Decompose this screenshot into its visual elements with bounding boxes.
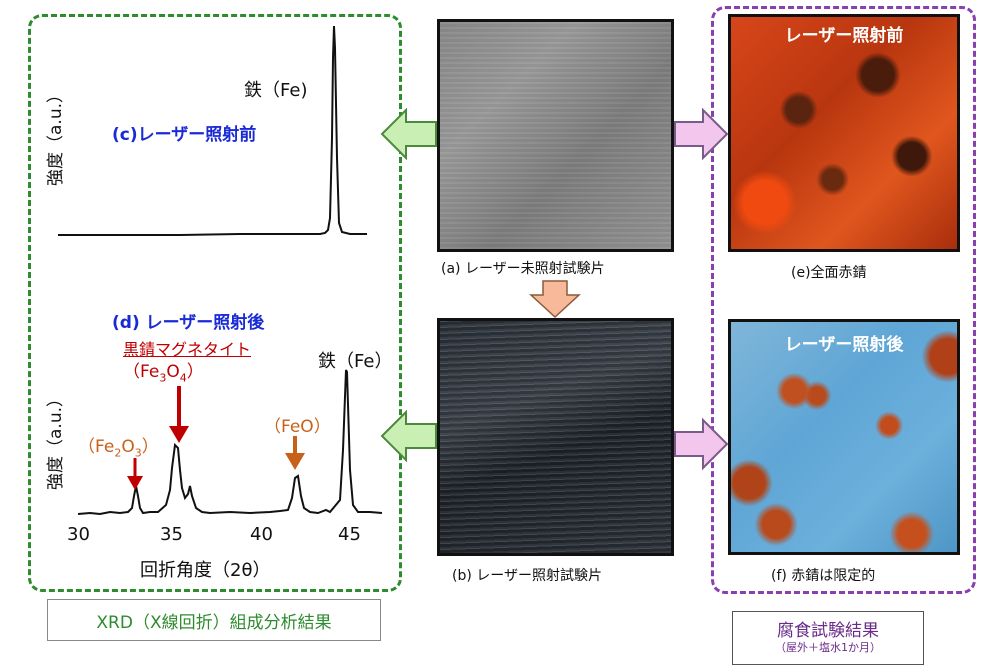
xrd-before-trace [58, 25, 367, 236]
corrosion-subtitle: （屋外＋塩水1か月） [775, 641, 881, 654]
fe-peak-label-before: 鉄（Fe) [244, 80, 308, 101]
pink-arrow-bottom-shape [674, 418, 729, 470]
photo-b-irradiated [437, 318, 674, 556]
photo-f-overlay: レーザー照射後 [784, 335, 904, 355]
xrd-chart-after [77, 369, 383, 516]
caption-e: (e)全面赤錆 [791, 265, 867, 281]
feo-arrowhead [285, 453, 305, 470]
chart-c-label: (c)レーザー照射前 [112, 125, 257, 145]
xrd-chart-before [58, 25, 367, 236]
x-tick-35: 35 [160, 524, 183, 545]
caption-f: (f) 赤錆は限定的 [771, 568, 876, 584]
x-tick-30: 30 [67, 524, 90, 545]
feo-label: （FeO） [264, 417, 331, 437]
x-axis-label: 回折角度（2θ） [140, 560, 271, 581]
photo-e-overlay: レーザー照射前 [784, 26, 904, 46]
fe2o3-label: （Fe2O3） [78, 437, 159, 460]
caption-a: (a) レーザー未照射試験片 [441, 261, 605, 277]
xrd-after-ylabel: 強度（a.u.） [46, 390, 66, 490]
peach-arrow-down [529, 280, 581, 319]
x-tick-40: 40 [250, 524, 273, 545]
green-arrow-bottom-shape [380, 410, 437, 462]
pink-arrow-top [674, 108, 729, 160]
xrd-title-box: XRD（X線回折）組成分析結果 [47, 599, 381, 641]
corrosion-panel [711, 6, 976, 594]
photo-e-full-rust: レーザー照射前 [728, 14, 960, 252]
magnetite-formula: （Fe3O4） [123, 362, 204, 385]
peach-arrow-down-shape [529, 280, 581, 319]
chart-d-label: (d) レーザー照射後 [112, 313, 265, 333]
xrd-panel [28, 14, 402, 592]
photo-f-limited-rust: レーザー照射後 [728, 319, 960, 555]
magnetite-arrowhead [169, 426, 189, 443]
xrd-after-trace [77, 369, 383, 516]
pink-arrow-top-shape [674, 108, 729, 160]
green-arrow-top [380, 108, 437, 160]
fe-peak-label-after: 鉄（Fe） [318, 351, 393, 372]
xrd-title: XRD（X線回折）組成分析結果 [96, 612, 332, 633]
pink-arrow-bottom [674, 418, 729, 470]
green-arrow-top-shape [380, 108, 437, 160]
magnetite-title: 黒錆マグネタイト [123, 340, 252, 359]
corrosion-result-box: 腐食試験結果 （屋外＋塩水1か月） [732, 611, 924, 665]
photo-a-unirradiated [437, 19, 674, 252]
x-tick-45: 45 [338, 524, 361, 545]
caption-b: (b) レーザー照射試験片 [452, 568, 602, 584]
corrosion-title: 腐食試験結果 [777, 621, 879, 641]
xrd-before-ylabel: 強度（a.u.） [46, 86, 66, 186]
green-arrow-bottom [380, 410, 437, 462]
fe2o3-arrowhead [127, 476, 143, 490]
